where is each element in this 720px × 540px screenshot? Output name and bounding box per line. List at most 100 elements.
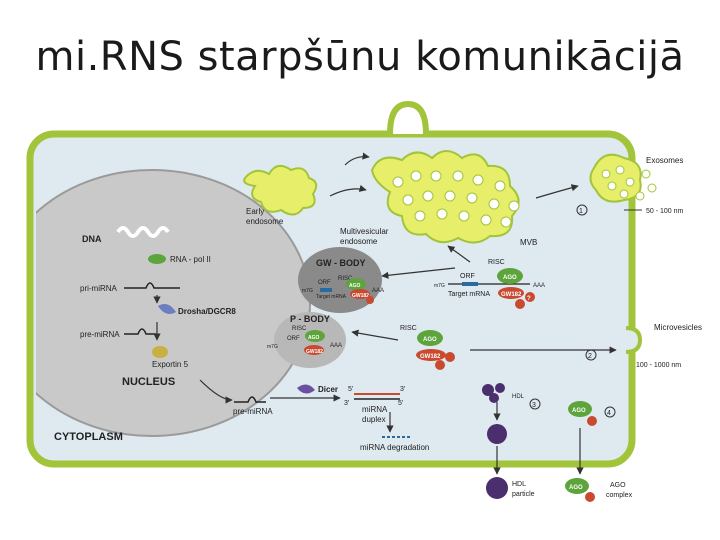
- q-top-label: ?: [527, 296, 531, 302]
- rna-pol-ii-label: RNA - pol II: [170, 255, 211, 264]
- arrow-early-mvb: [329, 184, 367, 197]
- arrow-risc-mvb: [447, 245, 471, 263]
- gw182-top: [498, 287, 524, 299]
- orf-top-label: ORF: [460, 273, 475, 280]
- pre-mirna-cyto-label: pre-miRNA: [233, 407, 273, 416]
- p-ago-label: AGO: [308, 335, 320, 341]
- multivesicular-endosome-label: endosome: [340, 237, 378, 246]
- target-mrna-label: Target mRNA: [448, 291, 490, 298]
- hdl-particle: [486, 477, 508, 499]
- dicer-label: Dicer: [318, 385, 338, 394]
- endosome-label: endosome: [246, 217, 284, 226]
- hdl-dot-1: [482, 384, 494, 396]
- ago-complex-label-1: AGO: [610, 482, 626, 489]
- exosomes-label: Exosomes: [646, 156, 683, 165]
- gw-orf: ORF: [318, 280, 331, 286]
- gw182-mid: [416, 349, 446, 361]
- step-4-circle: [604, 406, 616, 418]
- p-orf: ORF: [287, 336, 300, 342]
- gw-ago: [346, 278, 366, 290]
- step-2: 2: [588, 353, 592, 360]
- step-1-circle: [576, 204, 588, 216]
- pre-mirna-label: pre-miRNA: [80, 330, 120, 339]
- hdl-in-cell: [487, 424, 507, 444]
- ago-complex-out-label: AGO: [569, 485, 583, 491]
- arrow-export: [199, 379, 233, 404]
- drosha-label: Drosha/DGCR8: [178, 307, 236, 316]
- hdl-dot-2: [495, 383, 505, 393]
- arrow-risc-gw: [381, 267, 456, 279]
- ago-q-in: [587, 416, 597, 426]
- pri-mirna-label: pri-miRNA: [80, 284, 118, 293]
- ago-mid: [417, 330, 443, 346]
- ago-complex-in-label: AGO: [572, 408, 586, 414]
- duplex-label-1: miRNA: [362, 405, 388, 414]
- rna-pol-ii: [148, 254, 166, 264]
- pri-mirna-strand: [124, 282, 180, 289]
- three-prime: 3': [400, 386, 405, 393]
- q-top-2: [515, 299, 525, 309]
- exosome-vesicles: [601, 165, 657, 201]
- early-endosome: [243, 164, 318, 216]
- pre-mirna-cyto: [234, 396, 266, 403]
- step-3: 3: [532, 402, 536, 409]
- q-mid-2: [435, 360, 445, 370]
- gw-body-label: GW - BODY: [316, 258, 366, 268]
- mvb-label: MVB: [520, 238, 537, 247]
- gw-ago-label: AGO: [349, 283, 361, 289]
- ago-mid-label: AGO: [423, 337, 437, 343]
- q-mid-1: [445, 352, 455, 362]
- p-aaa: AAA: [330, 343, 342, 349]
- gw-gw182: [350, 289, 370, 299]
- degradation-label: miRNA degradation: [360, 443, 429, 452]
- gw182-mid-label: GW182: [420, 354, 441, 360]
- risc-mid-label: RISC: [400, 325, 417, 332]
- dicer-icon: [297, 384, 315, 394]
- gw-gw182-label: GW182: [352, 293, 369, 299]
- multivesicular-label: Multivesicular: [340, 227, 389, 236]
- p-gw182: [304, 345, 324, 355]
- hdl-particle-label-2: particle: [512, 491, 535, 498]
- hdl-particle-label-1: HDL: [512, 481, 526, 488]
- arrow-mvb-exosomes: [535, 184, 579, 199]
- step-4: 4: [607, 410, 611, 417]
- hdl-dot-3: [489, 393, 499, 403]
- microvesicles-label: Microvesicles: [654, 323, 702, 332]
- mvb-vesicles: [392, 170, 520, 228]
- ago-complex-out: [565, 478, 589, 494]
- three-prime-b: 3': [344, 400, 349, 407]
- q-top-1: [525, 292, 535, 302]
- dna-label: DNA: [82, 234, 102, 244]
- ago-top-label: AGO: [503, 275, 517, 281]
- five-prime: 5': [348, 386, 353, 393]
- microvesicle-bud: [625, 326, 643, 354]
- dna-helix: [116, 226, 170, 238]
- gw-aaa: AAA: [372, 288, 384, 294]
- gw-target: Target mRNA: [316, 294, 347, 300]
- nucleus-label: NUCLEUS: [122, 376, 175, 388]
- p-m7g: m7G: [267, 344, 278, 350]
- orf-top-box: [462, 282, 478, 286]
- microvesicle-size: 100 - 1000 nm: [636, 362, 681, 369]
- budding-vesicle: [387, 100, 429, 135]
- ago-complex-in: [568, 401, 592, 417]
- p-risc: RISC: [292, 326, 307, 332]
- drosha-icon: [158, 304, 176, 314]
- exosome-size: 50 - 100 nm: [646, 208, 684, 215]
- p-body-label: P - BODY: [290, 314, 330, 324]
- cytoplasm-label: CYTOPLASM: [54, 431, 123, 443]
- ago-complex-label-2: complex: [606, 492, 633, 499]
- p-ago: [305, 330, 325, 342]
- step-1: 1: [579, 208, 583, 215]
- early-label: Early: [246, 207, 264, 216]
- arrow-risc-pbody: [351, 329, 399, 341]
- hdl-label: HDL: [512, 394, 525, 400]
- aaa-top-label: AAA: [533, 283, 545, 289]
- gw-orf-box: [320, 288, 332, 292]
- exportin-label: Exportin 5: [152, 360, 189, 369]
- step-3-circle: [529, 398, 541, 410]
- pre-mirna-hairpin: [124, 328, 156, 335]
- p-gw182-label: GW182: [306, 349, 323, 355]
- arrow-to-mvb-top: [344, 152, 370, 166]
